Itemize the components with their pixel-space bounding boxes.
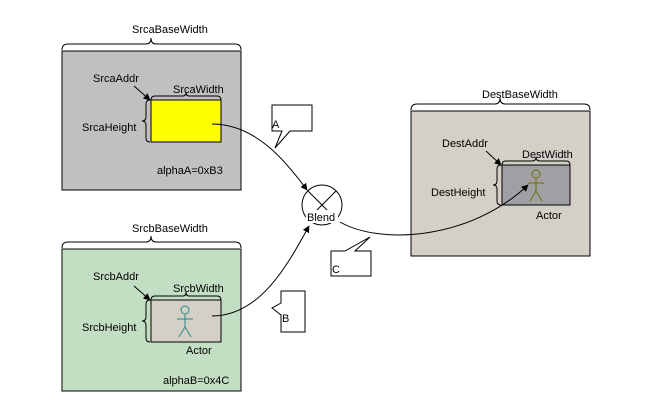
srca-base-width-brace [61,37,242,51]
srcb-actor-icon [177,305,193,338]
callout-c-label: C [332,264,340,276]
flow-arrow-blend-to-dest [339,184,529,236]
srca-group: SrcaBaseWidth SrcaAddr SrcaWidth SrcaHei… [61,24,242,191]
dest-base-width-label: DestBaseWidth [482,89,558,101]
srcb-group: SrcbBaseWidth SrcbAddr SrcbWidth SrcbHei… [61,223,242,392]
srcb-width-label: SrcbWidth [173,283,224,295]
dest-width-label: DestWidth [522,149,573,161]
srca-width-brace [150,91,222,101]
srcb-region [150,299,222,343]
dest-actor-icon [528,169,544,202]
dest-addr-label: DestAddr [442,138,488,150]
srca-addr-label: SrcaAddr [93,73,139,85]
srca-addr-arrow [133,85,151,101]
blend-node: Blend [301,184,343,226]
srcb-base-width-label: SrcbBaseWidth [132,223,208,235]
dest-actor-label: Actor [536,210,562,222]
dest-base-width-brace [410,97,591,111]
srcb-base-width-brace [61,235,242,249]
callout-c: C [330,236,372,277]
srcb-height-label: SrcbHeight [82,322,136,334]
srcb-width-brace [150,291,222,301]
dest-height-brace [492,164,502,206]
srca-height-brace [141,99,151,143]
srcb-addr-arrow [133,285,151,301]
srcb-actor-label: Actor [186,345,212,357]
srca-region [150,99,222,143]
dest-group: DestBaseWidth DestAddr DestWidth DestHei… [410,89,591,257]
flow-arrow-srcb-to-blend [211,225,310,317]
flow-arrow-srca-to-blend [211,123,308,191]
blend-label-bg [306,210,338,223]
dest-width-brace [501,156,571,166]
srca-base-width-label: SrcaBaseWidth [132,24,208,36]
srcb-alpha-label: alphaB=0x4C [163,375,229,387]
dest-addr-arrow [485,150,502,166]
callout-b: B [271,290,306,333]
srcb-height-brace [141,299,151,343]
srca-alpha-label: alphaA=0xB3 [157,165,223,177]
srca-width-label: SrcaWidth [173,84,224,96]
callout-b-label: B [282,313,289,325]
srca-height-label: SrcaHeight [82,122,136,134]
blend-label: Blend [307,212,335,224]
callout-a-label: A [272,119,280,131]
dest-height-label: DestHeight [431,187,485,199]
callout-a: A [271,104,313,149]
srcb-addr-label: SrcbAddr [93,271,139,283]
